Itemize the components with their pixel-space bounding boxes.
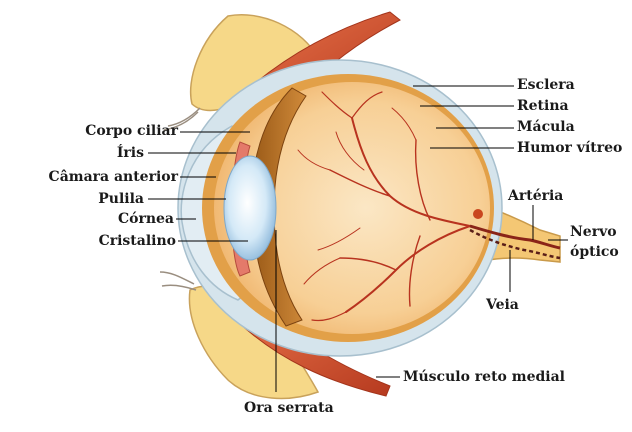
label-macula: Mácula (517, 119, 575, 135)
macula (473, 209, 483, 219)
label-iris: Íris (40, 145, 144, 161)
label-nervo-optico-line2: óptico (570, 244, 619, 260)
label-esclera: Esclera (517, 77, 575, 93)
label-veia: Veia (486, 297, 519, 313)
label-humor-vitreo: Humor vítreo (517, 140, 622, 156)
label-musculo-reto-medial: Músculo reto medial (403, 369, 565, 385)
label-arteria: Artéria (508, 188, 563, 204)
label-camara-anterior: Câmara anterior (6, 169, 178, 185)
label-nervo-optico-line1: Nervo (570, 224, 617, 240)
lens (224, 156, 276, 260)
label-ora-serrata: Ora serrata (244, 400, 334, 416)
label-retina: Retina (517, 98, 569, 114)
label-pupila: Pulila (40, 191, 144, 207)
label-cristalino: Cristalino (40, 233, 176, 249)
label-corpo-ciliar: Corpo ciliar (40, 123, 178, 139)
label-cornea: Córnea (40, 211, 174, 227)
